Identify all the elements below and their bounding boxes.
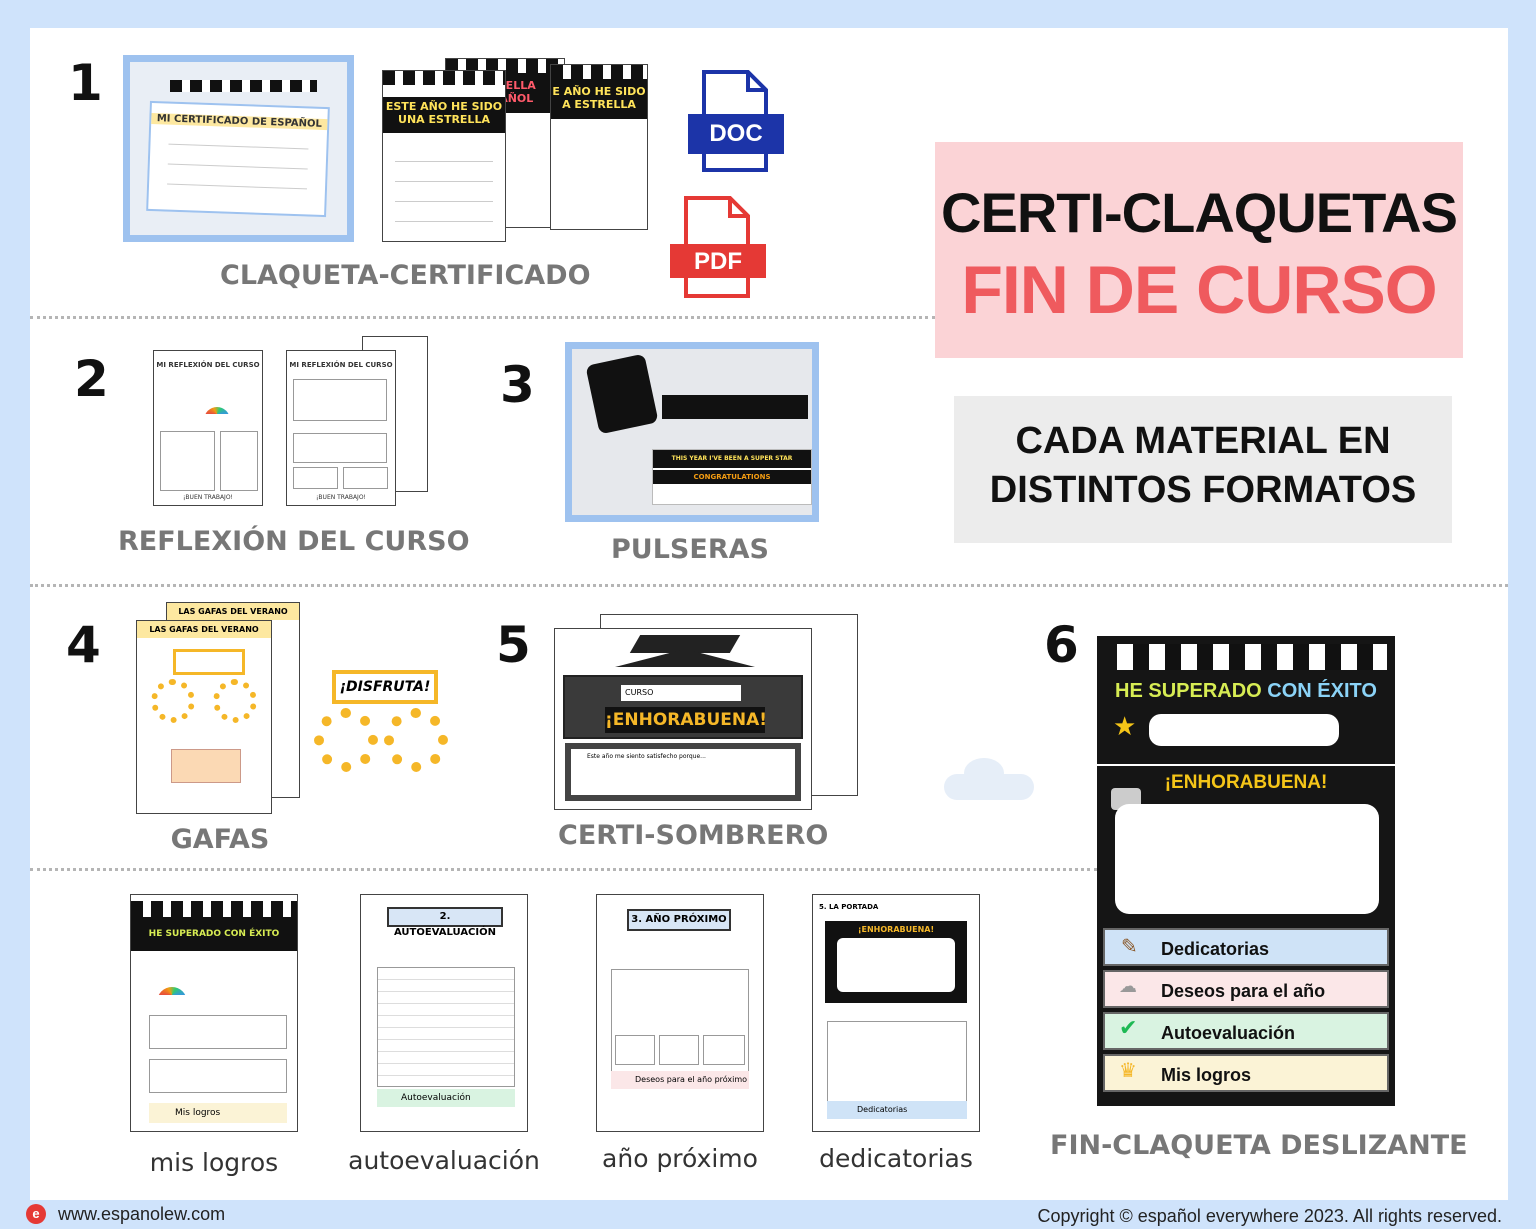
item-number-2: 2 [74, 350, 109, 408]
gafas-title-front: LAS GAFAS DEL VERANO [137, 621, 271, 638]
footer-copyright: Copyright © español everywhere 2023. All… [1037, 1206, 1502, 1226]
pulsera-2: THIS YEAR I'VE BEEN A SUPER STAR [653, 450, 811, 468]
footer: e www.espanolew.com Copyright © español … [0, 1200, 1536, 1229]
autoeval-footer: Autoevaluación [377, 1089, 515, 1107]
claqueta-photo: MI CERTIFICADO DE ESPAÑOL [123, 55, 354, 242]
reflexion-footer-2: ¡BUEN TRABAJO! [316, 494, 366, 501]
footer-website[interactable]: www.espanolew.com [58, 1204, 226, 1224]
proximo-title: 3. AÑO PRÓXIMO [627, 909, 731, 931]
caption-fin-claqueta: FIN-CLAQUETA DESLIZANTE [1050, 1130, 1468, 1161]
slider-row-mis-logros[interactable]: Mis logros [1103, 1054, 1389, 1092]
caption-reflexion: REFLEXIÓN DEL CURSO [118, 526, 470, 557]
caption-certi-sombrero: CERTI-SOMBRERO [558, 820, 829, 851]
sombrero-line: Este año me siento satisfecho porque... [571, 749, 795, 795]
caption-autoevaluacion: autoevaluación [348, 1146, 540, 1175]
thought-bubble-icon: ☁ [1119, 976, 1137, 997]
caption-dedicatorias: dedicatorias [819, 1144, 973, 1173]
reflexion-page-2: MI REFLEXIÓN DEL CURSO ¡BUEN TRABAJO! [286, 350, 396, 506]
doc-file-icon: DOC [688, 70, 784, 172]
gafas-lens-left [314, 708, 378, 772]
caption-ano-proximo: año próximo [602, 1144, 758, 1173]
page-autoevaluacion: 2. AUTOEVALUACIÓN Autoevaluación [360, 894, 528, 1132]
slider-row-dedicatorias[interactable]: Dedicatorias [1103, 928, 1389, 966]
caption-mis-logros: mis logros [149, 1148, 279, 1177]
doc-label: DOC [709, 120, 763, 147]
pulseras-photo: THIS YEAR I'VE BEEN A SUPER STAR CONGRAT… [565, 342, 819, 522]
gafas-page-front: LAS GAFAS DEL VERANO [136, 620, 272, 814]
gafas-disfruta: ¡DISFRUTA! [332, 670, 438, 704]
pulsera-1 [662, 395, 808, 419]
title-line-2: FIN DE CURSO [961, 252, 1437, 328]
espanolew-logo-icon: e [26, 1204, 46, 1224]
caption-claqueta-certificado: CLAQUETA-CERTIFICADO [220, 260, 591, 291]
claqueta-doc-front: ESTE AÑO HE SIDO UNA ESTRELLA [382, 70, 506, 242]
divider-1 [30, 316, 935, 319]
divider-3 [30, 868, 1097, 871]
item-number-6: 6 [1044, 616, 1079, 674]
reflexion-page-1: MI REFLEXIÓN DEL CURSO ¡BUEN TRABAJO! [153, 350, 263, 506]
slider-message-box[interactable] [1115, 804, 1379, 914]
subtitle-line-1: CADA MATERIAL EN [1015, 420, 1391, 462]
item-number-5: 5 [496, 616, 531, 674]
proximo-footer: Deseos para el año próximo [611, 1071, 749, 1089]
check-icon: ✔ [1119, 1016, 1138, 1041]
infographic-sheet: 1 MI CERTIFICADO DE ESPAÑOL ESTRELLAESPA… [30, 28, 1508, 1200]
slider-name-field[interactable] [1149, 714, 1339, 746]
star-icon: ★ [1113, 712, 1137, 742]
portada-title: 5. LA PORTADA [819, 903, 879, 911]
slider-row-autoevaluacion[interactable]: Autoevaluación [1103, 1012, 1389, 1050]
pdf-file-icon: PDF [670, 196, 766, 298]
pdf-label: PDF [694, 248, 742, 275]
item-number-4: 4 [66, 616, 101, 674]
gafas-lens-right [384, 708, 448, 772]
title-box: CERTI-CLAQUETAS FIN DE CURSO [935, 142, 1463, 358]
portada-footer: Dedicatorias [827, 1101, 967, 1119]
autoeval-title: 2. AUTOEVALUACIÓN [387, 907, 503, 938]
title-line-1: CERTI-CLAQUETAS [941, 181, 1458, 244]
caption-gafas: GAFAS [170, 824, 270, 855]
slider-heading-1: HE SUPERADO [1115, 680, 1262, 702]
subtitle-line-2: DISTINTOS FORMATOS [989, 469, 1417, 511]
slider-banner: ¡ENHORABUENA! [1164, 772, 1328, 793]
gafas-title-back: LAS GAFAS DEL VERANO [167, 603, 299, 620]
reflexion-title-1: MI REFLEXIÓN DEL CURSO [156, 361, 260, 369]
sombrero-banner: ¡ENHORABUENA! [605, 707, 767, 733]
reflexion-title-2: MI REFLEXIÓN DEL CURSO [289, 361, 393, 369]
sombrero-page-front: CURSO ¡ENHORABUENA! Este año me siento s… [554, 628, 812, 810]
portada-banner: ¡ENHORABUENA! [857, 925, 935, 934]
subtitle-box: CADA MATERIAL EN DISTINTOS FORMATOS [954, 396, 1452, 543]
item-number-1: 1 [68, 54, 103, 112]
page-dedicatorias: 5. LA PORTADA ¡ENHORABUENA! Dedicatorias [812, 894, 980, 1132]
page-mis-logros: HE SUPERADO CON ÉXITO Mis logros [130, 894, 298, 1132]
caption-pulseras: PULSERAS [611, 534, 769, 565]
pulsera-3: CONGRATULATIONS [653, 470, 811, 484]
sombrero-curso: CURSO [621, 685, 741, 701]
mis-logros-footer: Mis logros [149, 1103, 287, 1123]
claqueta-photo-title: MI CERTIFICADO DE ESPAÑOL [151, 112, 328, 131]
item-number-3: 3 [500, 356, 535, 414]
slider-heading-2: CON ÉXITO [1267, 680, 1377, 702]
fin-claqueta-slider: HE SUPERADO CON ÉXITO ★ ¡ENHORABUENA! De… [1097, 636, 1395, 1106]
slider-row-deseos[interactable]: Deseos para el año próximo [1103, 970, 1389, 1039]
page-ano-proximo: 3. AÑO PRÓXIMO Deseos para el año próxim… [596, 894, 764, 1132]
mis-logros-title: HE SUPERADO CON ÉXITO [131, 917, 297, 951]
divider-2 [30, 584, 1508, 587]
reflexion-footer-1: ¡BUEN TRABAJO! [183, 494, 233, 501]
trophy-icon: ♛ [1119, 1058, 1137, 1082]
claqueta-doc-title: ESTE AÑO HE SIDO UNA ESTRELLA [383, 97, 505, 133]
pencil-icon: ✎ [1121, 934, 1138, 958]
